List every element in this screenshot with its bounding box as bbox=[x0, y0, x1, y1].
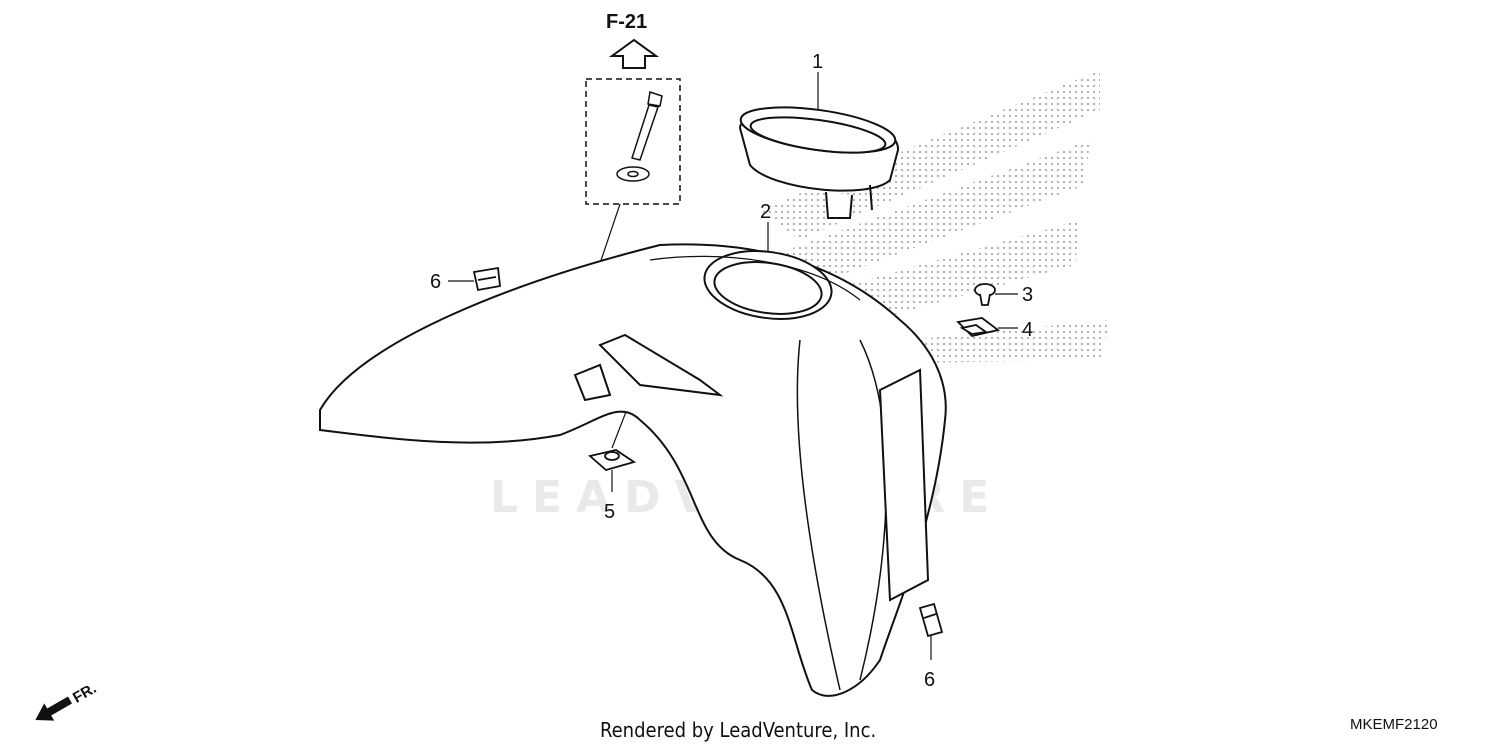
bolt-part bbox=[616, 91, 663, 182]
clip-part-bottom bbox=[918, 602, 944, 638]
reference-label: F-21 bbox=[606, 11, 647, 33]
callout-6-bottom: 6 bbox=[924, 669, 935, 691]
screw-part bbox=[974, 283, 996, 306]
callout-2: 2 bbox=[760, 201, 771, 223]
callout-5: 5 bbox=[604, 501, 615, 523]
clip-nut-part bbox=[956, 317, 1001, 337]
fuel-ring-part bbox=[738, 106, 900, 219]
callout-4: 4 bbox=[1022, 319, 1033, 341]
callout-6-left: 6 bbox=[430, 271, 441, 293]
footer-credit: Rendered by LeadVenture, Inc. bbox=[600, 718, 877, 742]
bolt-detail-box bbox=[585, 78, 681, 205]
part-code: MKEMF2120 bbox=[1350, 716, 1438, 733]
front-cover-part bbox=[319, 243, 947, 697]
grommet-part bbox=[588, 449, 637, 471]
callout-1: 1 bbox=[812, 51, 823, 73]
front-marker-label: FR. bbox=[70, 680, 99, 707]
up-arrow-icon bbox=[608, 38, 660, 69]
clip-part-left bbox=[472, 266, 501, 292]
callout-3: 3 bbox=[1022, 284, 1033, 306]
front-arrow-icon: FR. bbox=[35, 680, 99, 721]
